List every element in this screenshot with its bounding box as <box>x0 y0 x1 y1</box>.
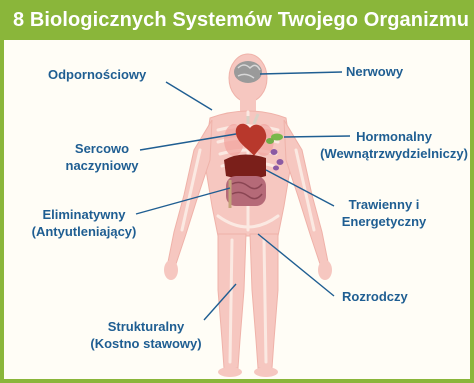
label-hormonal-line1: Hormonalny <box>310 128 474 145</box>
label-reproductive-system: Rozrodczy <box>342 288 408 305</box>
label-structural-system: Strukturalny (Kostno stawowy) <box>68 318 224 352</box>
label-cardiovascular-system: Sercowo naczyniowy <box>46 140 158 174</box>
label-eliminative-system: Eliminatywny (Antyutleniający) <box>14 206 154 240</box>
label-digestive-line1: Trawienny i <box>328 196 440 213</box>
label-cardiovascular-line2: naczyniowy <box>46 157 158 174</box>
label-digestive-system: Trawienny i Energetyczny <box>328 196 440 230</box>
liver-organ <box>224 154 266 179</box>
label-eliminative-line1: Eliminatywny <box>14 206 154 223</box>
label-structural-line2: (Kostno stawowy) <box>68 335 224 352</box>
leader-line-immune <box>166 82 212 110</box>
leader-line-nervous <box>260 72 342 74</box>
label-hormonal-line2: (Wewnątrzwydzielniczy) <box>310 145 474 162</box>
label-digestive-line2: Energetyczny <box>328 213 440 230</box>
label-cardiovascular-line1: Sercowo <box>46 140 158 157</box>
page-title: 8 Biologicznych Systemów Twojego Organiz… <box>4 0 474 40</box>
label-immune-system: Odpornościowy <box>48 66 146 83</box>
label-hormonal-system: Hormonalny (Wewnątrzwydzielniczy) <box>310 128 474 162</box>
brain-organ <box>234 61 262 83</box>
label-eliminative-line2: (Antyutleniający) <box>14 223 154 240</box>
intestines-organ <box>226 176 266 208</box>
label-structural-line1: Strukturalny <box>68 318 224 335</box>
label-nervous-system: Nerwowy <box>346 63 403 80</box>
